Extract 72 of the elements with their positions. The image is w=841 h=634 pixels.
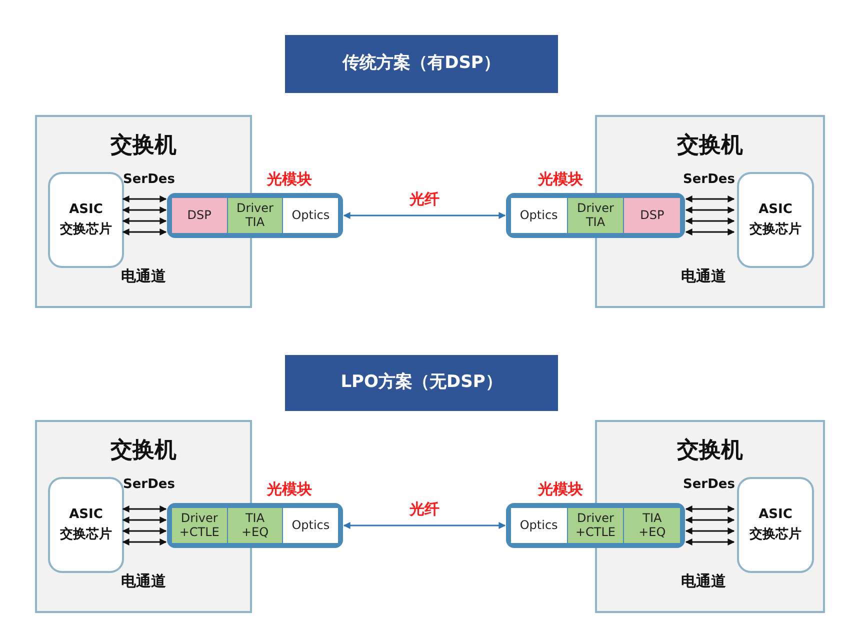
stage-label: DSP	[187, 208, 212, 222]
module-stage	[172, 198, 228, 233]
arrow	[343, 522, 506, 529]
module-label: 光模块	[538, 478, 583, 500]
arrow	[122, 196, 167, 202]
arrow	[685, 516, 735, 524]
switch-title: 交换机	[676, 436, 744, 465]
arrow	[122, 228, 167, 236]
module-stage	[568, 508, 624, 543]
chip-label: ASIC	[758, 202, 792, 218]
arrow	[685, 206, 735, 214]
arrow	[685, 506, 735, 512]
title-banner: LPO方案（无DSP）	[285, 355, 558, 411]
module-stage	[228, 198, 284, 233]
interface-label: SerDes	[683, 171, 735, 189]
module-stage	[511, 198, 568, 233]
switch-title: 交换机	[110, 436, 178, 465]
module-stage	[228, 508, 284, 543]
arrow	[343, 212, 506, 219]
arrow	[122, 206, 167, 214]
stage-label: Optics	[520, 518, 558, 532]
stage-label: DSP	[640, 208, 664, 222]
chip-label: 交换芯片	[60, 222, 112, 238]
stage-label: Driver +CTLE	[574, 512, 617, 539]
arrow	[685, 528, 735, 534]
chip-label: 交换芯片	[60, 527, 112, 544]
arrow	[122, 516, 167, 524]
chip-box	[48, 172, 124, 268]
module-stage	[624, 198, 680, 233]
switch-title: 交换机	[110, 132, 178, 160]
chip-box	[737, 172, 814, 268]
stage-label: Optics	[520, 208, 558, 222]
interface-label: SerDes	[683, 476, 735, 494]
module-stage	[511, 508, 568, 543]
arrow	[122, 528, 167, 534]
module-stage	[568, 198, 624, 233]
chip-label: ASIC	[758, 506, 792, 523]
stage-label: TIA +EQ	[638, 512, 667, 539]
stage-label: Optics	[292, 518, 330, 532]
chip-label: 交换芯片	[750, 222, 802, 238]
switch-title: 交换机	[676, 132, 744, 160]
channel-label: 电通道	[681, 571, 726, 592]
stage-label: Driver +CTLE	[178, 512, 220, 539]
module-label: 光模块	[538, 168, 583, 190]
channel-label: 电通道	[121, 571, 166, 592]
module-stage	[624, 508, 680, 543]
stage-label: TIA +EQ	[240, 512, 270, 539]
interface-label: SerDes	[123, 476, 175, 494]
arrow	[122, 538, 167, 546]
arrow	[685, 228, 735, 236]
arrow	[685, 196, 735, 202]
module-label: 光模块	[267, 478, 312, 500]
stage-label: Driver TIA	[576, 202, 615, 229]
interface-label: SerDes	[123, 171, 175, 189]
chip-label: ASIC	[69, 202, 103, 218]
channel-label: 电通道	[121, 266, 166, 287]
chip-label: ASIC	[69, 506, 103, 523]
arrow	[685, 218, 735, 224]
module-label: 光模块	[267, 168, 312, 190]
module-stage	[283, 508, 338, 543]
channel-label: 电通道	[681, 266, 726, 287]
arrow	[685, 538, 735, 546]
stage-label: Optics	[292, 208, 330, 222]
chip-box	[737, 477, 814, 573]
module-stage	[283, 198, 338, 233]
title-banner: 传统方案（有DSP）	[285, 35, 558, 93]
arrow	[122, 218, 167, 224]
module-stage	[172, 508, 228, 543]
arrow	[122, 506, 167, 512]
chip-label: 交换芯片	[750, 527, 802, 544]
stage-label: Driver TIA	[236, 202, 274, 229]
chip-box	[48, 477, 124, 573]
